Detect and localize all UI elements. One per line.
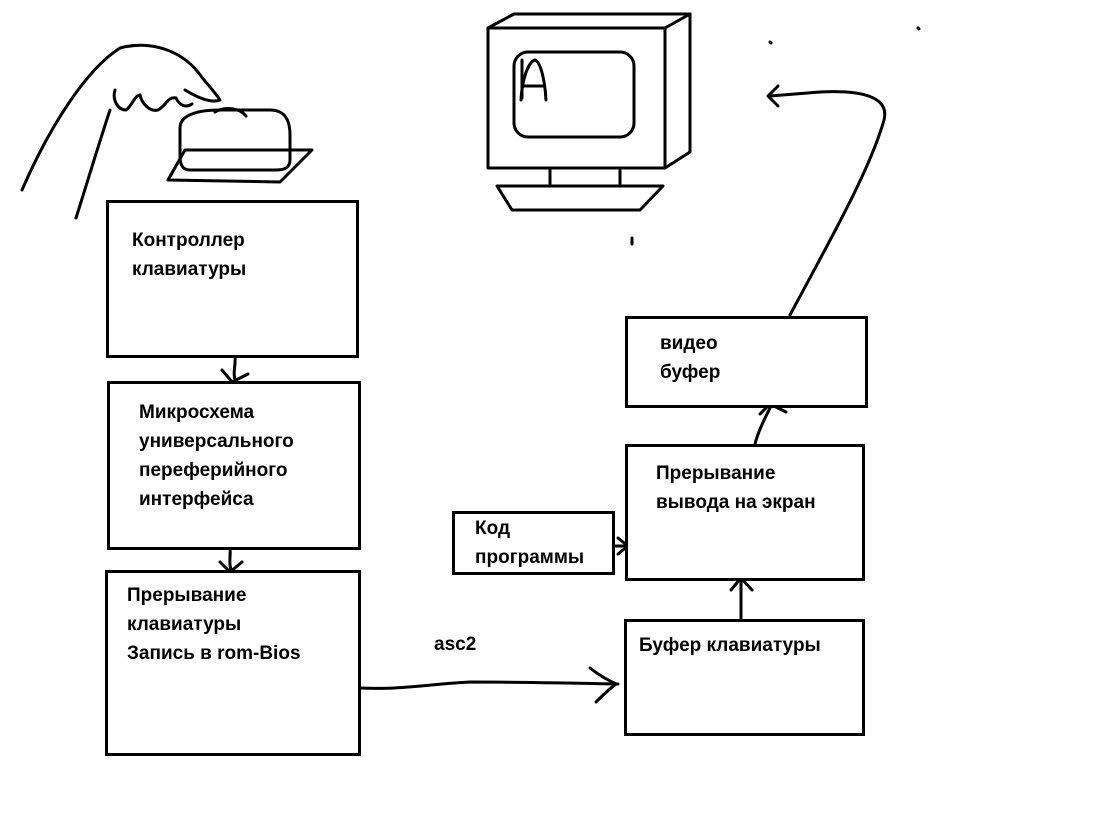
arrow-controller-to-microchip	[220, 354, 250, 384]
arrow-output-to-video	[753, 402, 788, 446]
screen-letter-icon	[519, 58, 548, 102]
hand-icon	[20, 43, 222, 220]
keyboard-buffer-label: Буфер клавиатуры	[639, 635, 821, 656]
stray-marks	[630, 26, 921, 246]
microchip-label: Микросхема универсального переферийного …	[139, 402, 294, 510]
monitor-icon	[486, 12, 692, 212]
keyboard-controller-label: Контроллер клавиатуры	[132, 230, 247, 280]
microchip-box	[107, 381, 361, 550]
video-buffer-label: видео буфер	[660, 333, 721, 383]
arrow-buffer-to-output	[729, 576, 754, 622]
keyboard-controller-box	[106, 200, 359, 358]
ascii-edge-label: asc2	[434, 634, 477, 655]
program-code-box	[452, 511, 615, 575]
keyboard-interrupt-box	[105, 570, 361, 756]
arrow-microchip-to-interrupt	[218, 546, 244, 574]
keyboard-key-icon	[166, 107, 314, 184]
output-interrupt-label: Прерывание вывода на экран	[656, 463, 816, 513]
keyboard-interrupt-label: Прерывание клавиатуры Запись в rom-Bios	[127, 585, 301, 664]
video-buffer-box	[625, 316, 868, 408]
program-code-label: Код программы	[475, 518, 585, 568]
arrow-video-to-monitor	[766, 84, 887, 317]
keyboard-buffer-box	[624, 619, 865, 736]
arrow-interrupt-to-buffer	[358, 666, 620, 704]
output-interrupt-box	[625, 444, 865, 581]
